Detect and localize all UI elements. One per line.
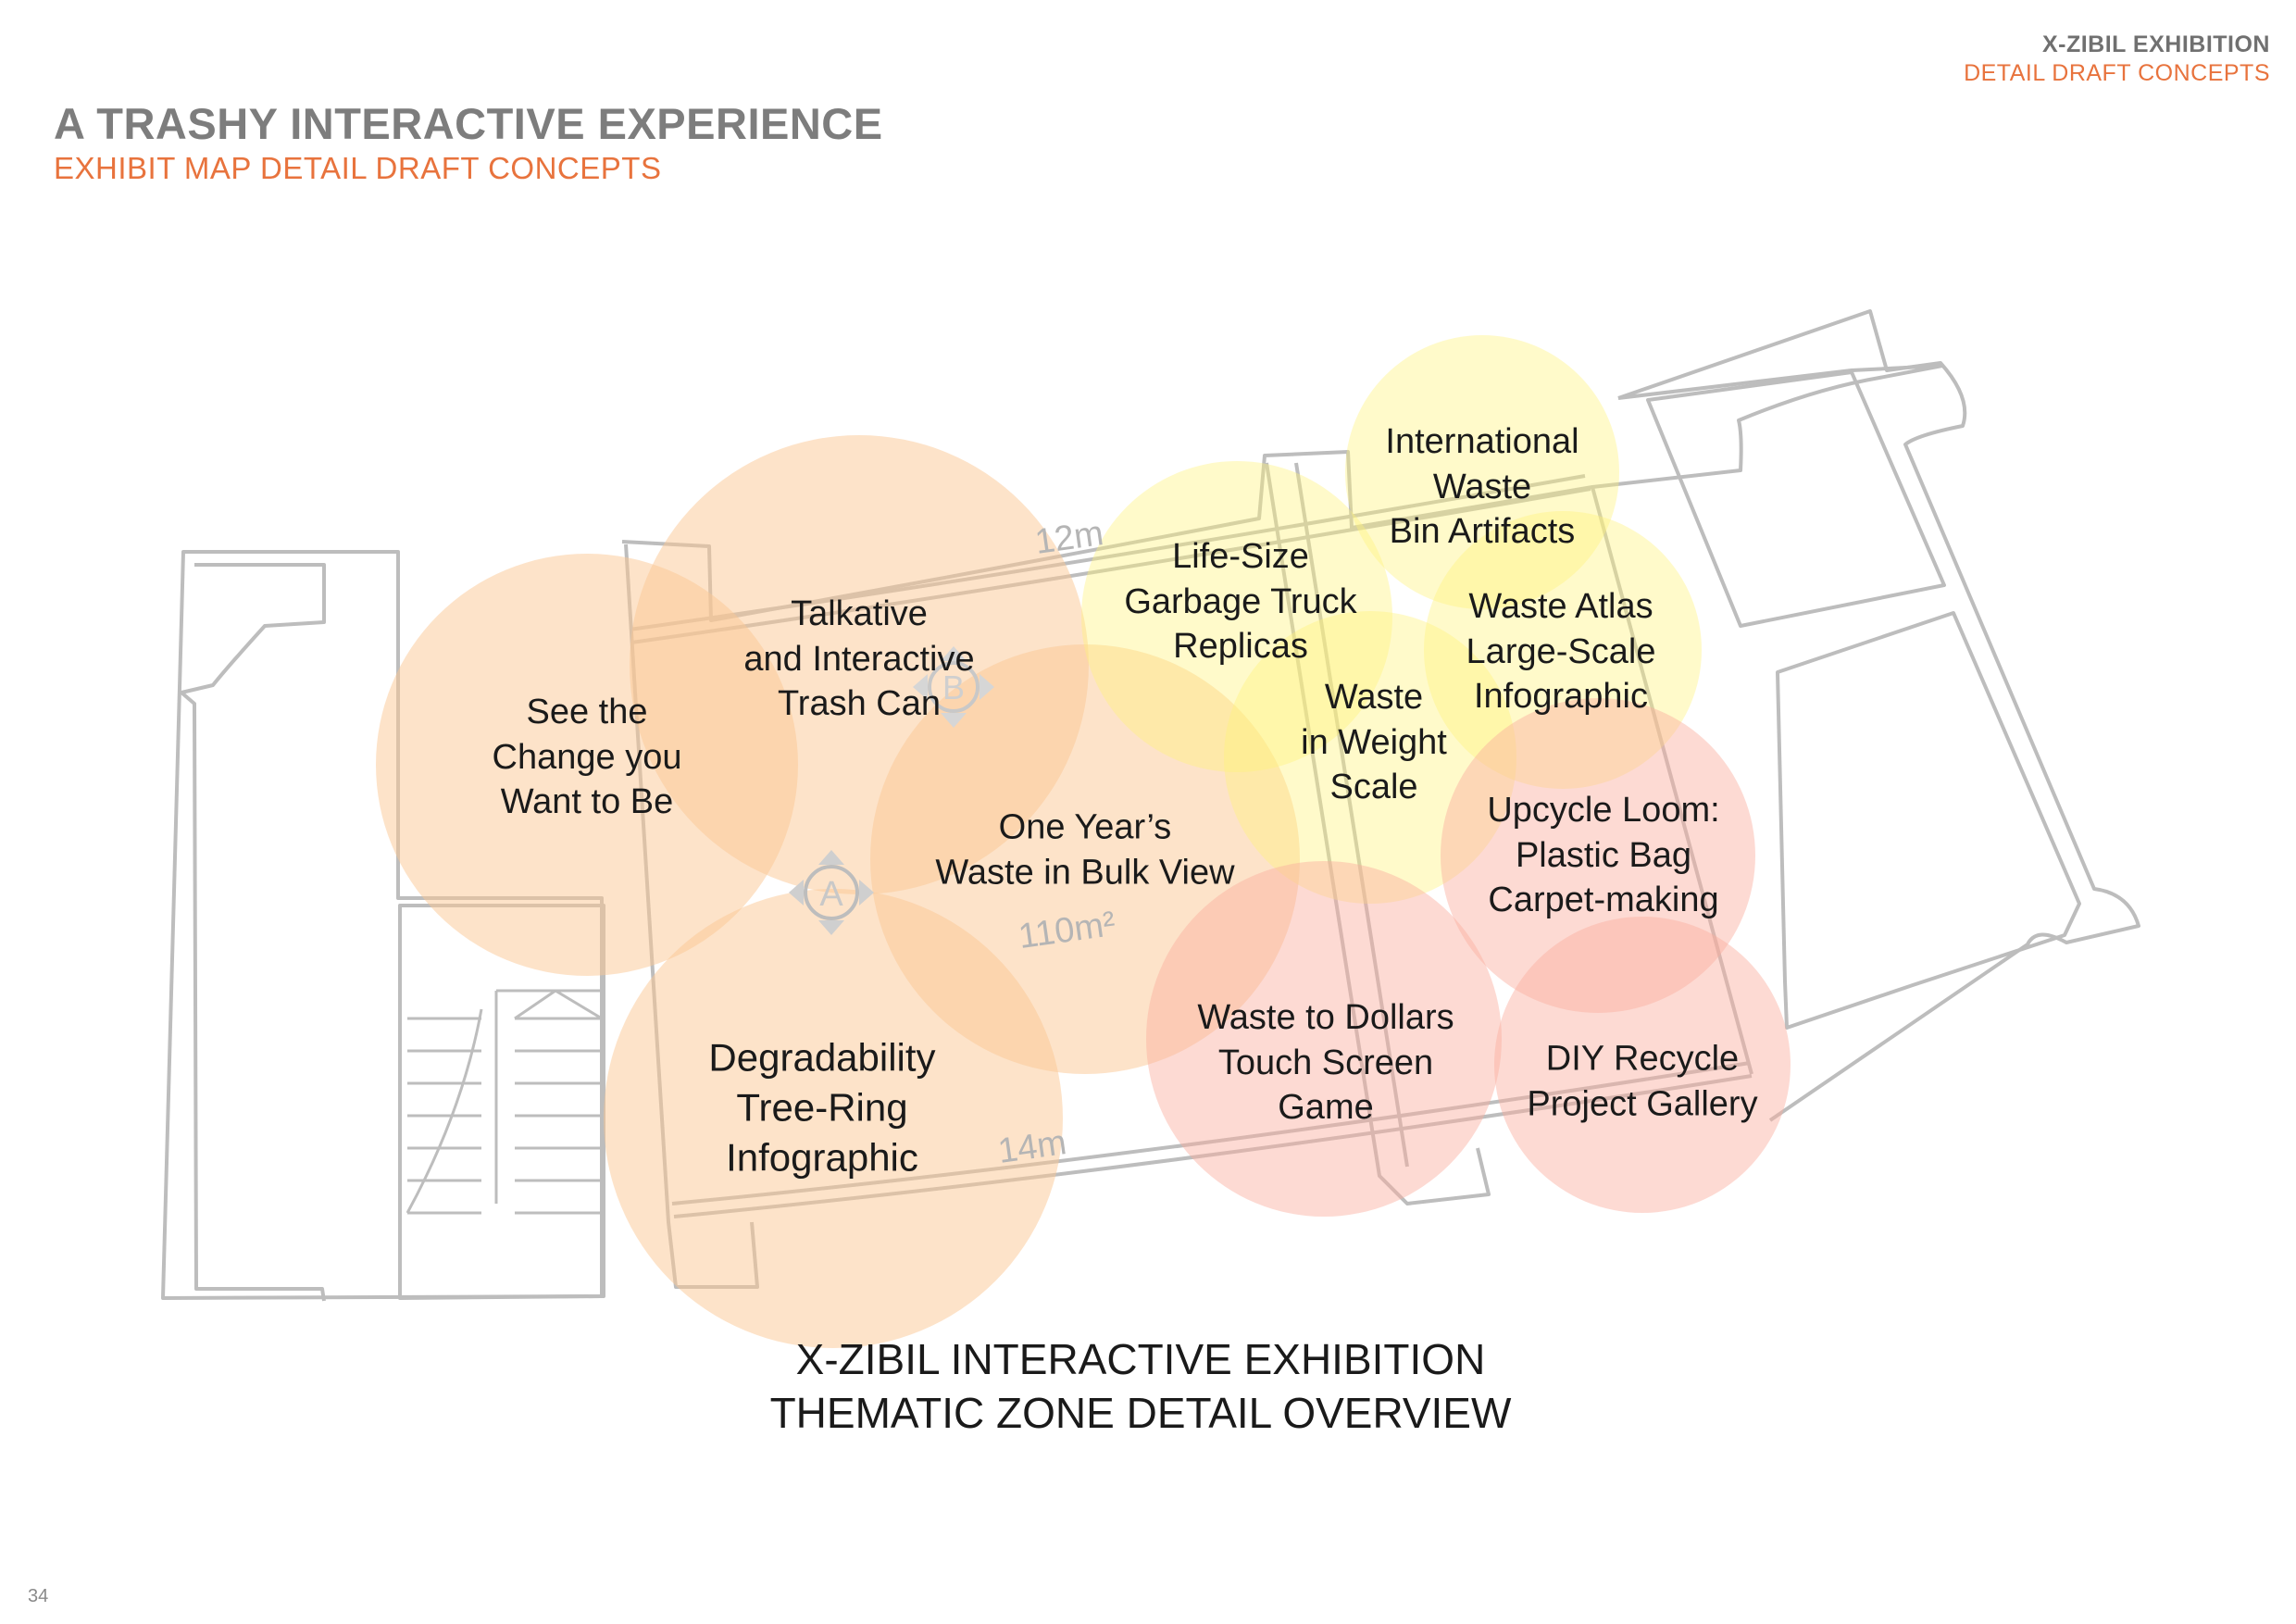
zone-label-line: Degradability [708,1035,936,1080]
zone-label-weight-scale: Waste in Weight Scale [1301,675,1447,810]
zone-label-one-years-waste: One Year’s Waste in Bulk View [935,805,1234,894]
zone-label-waste-atlas: Waste Atlas Large-Scale Infographic [1466,584,1656,719]
zone-label-line: Infographic [1473,677,1648,717]
hall-right-wall [1591,486,1753,1075]
zone-circle-waste-atlas[interactable] [1424,511,1702,789]
zone-label-line: Trash Can [777,684,941,724]
partition-wall [1265,462,1491,1206]
zone-label-line: Plastic Bag [1515,835,1692,875]
zone-label-waste-to-dollars: Waste to Dollars Touch Screen Game [1197,995,1454,1131]
zone-label-line: Waste in Bulk View [935,853,1235,892]
zone-circle-international-bins[interactable] [1345,335,1619,609]
zone-label-degradability: Degradability Tree-Ring Infographic [708,1032,935,1181]
caption-line-1: X-ZIBIL INTERACTIVE EXHIBITION [795,1335,1486,1383]
zone-label-line: Large-Scale [1466,631,1656,671]
right-room-upper [1646,370,1946,628]
zone-label-talkative-trash-can: Talkative and Interactive Trash Can [743,592,974,727]
header-title: X-ZIBIL EXHIBITION [2041,31,2270,57]
zone-label-line: Want to Be [500,782,674,822]
zone-label-upcycle-loom: Upcycle Loom: Plastic Bag Carpet-making [1487,788,1719,923]
left-wing-inner-wall [180,563,326,1302]
zone-label-line: Project Gallery [1527,1084,1758,1123]
zone-label-line: Infographic [726,1134,918,1179]
zone-label-see-change: See the Change you Want to Be [493,690,682,825]
marker-a-ring [804,865,859,920]
zone-label-line: Talkative [791,594,928,634]
right-room-lower [1776,611,2081,1030]
zone-circle-waste-to-dollars[interactable] [1146,861,1502,1217]
zone-circle-diy-recycle[interactable] [1494,917,1791,1213]
zone-label-line: Touch Screen [1217,1043,1434,1082]
page-title: A TRASHY INTERACTIVE EXPERIENCE [54,99,883,148]
zone-label-garbage-truck: Life-Size Garbage Truck Replicas [1124,534,1356,669]
zone-label-line: Scale [1329,768,1418,807]
zone-label-line: Change you [492,737,682,777]
zones [376,335,1791,1348]
zone-circle-one-years-waste[interactable] [870,644,1300,1074]
diagram-caption: X-ZIBIL INTERACTIVE EXHIBITION THEMATIC … [770,1333,1512,1440]
zone-label-line: Game [1278,1088,1374,1128]
zone-label-line: Upcycle Loom: [1487,791,1720,831]
header-subtitle: DETAIL DRAFT CONCEPTS [1964,60,2270,86]
page-number: 34 [28,1586,49,1606]
marker-b: B [913,646,994,728]
zone-label-international-bins: International Waste Bin Artifacts [1385,419,1578,555]
zone-label-line: and Interactive [743,639,975,679]
zone-label-diy-recycle: DIY Recycle Project Gallery [1527,1036,1757,1126]
marker-a-label: A [819,875,843,914]
zone-label-line: DIY Recycle [1545,1039,1740,1079]
zone-label-line: Waste Atlas [1468,587,1653,627]
caption-line-2: THEMATIC ZONE DETAIL OVERVIEW [769,1388,1512,1437]
zone-label-line: Life-Size [1172,537,1309,577]
zone-label-line: See the [526,693,648,732]
zone-label-line: Waste [1324,678,1424,718]
zone-circle-upcycle-loom[interactable] [1441,698,1755,1013]
page-subtitle: EXHIBIT MAP DETAIL DRAFT CONCEPTS [54,151,662,185]
marker-b-label: B [942,668,965,706]
zone-label-line: Carpet-making [1488,881,1719,920]
zone-label-line: Garbage Truck [1124,581,1357,621]
zone-label-line: Waste to Dollars [1197,998,1454,1038]
zone-label-line: in Weight [1301,722,1447,762]
zone-label-line: International [1385,422,1579,462]
zone-label-line: One Year’s [998,807,1172,847]
zone-label-line: Tree-Ring [736,1085,908,1130]
zone-label-line: Bin Artifacts [1389,512,1576,552]
marker-b-ring [928,661,980,713]
zone-label-line: Waste [1432,467,1532,506]
staircase [406,989,604,1215]
page-title-block: A TRASHY INTERACTIVE EXPERIENCE EXHIBIT … [54,98,883,186]
header-block: X-ZIBIL EXHIBITION DETAIL DRAFT CONCEPTS [1964,31,2270,87]
zone-circle-garbage-truck[interactable] [1081,461,1392,772]
marker-a: A [789,850,874,935]
zone-label-line: Replicas [1173,627,1308,667]
zone-circle-weight-scale[interactable] [1224,611,1516,904]
